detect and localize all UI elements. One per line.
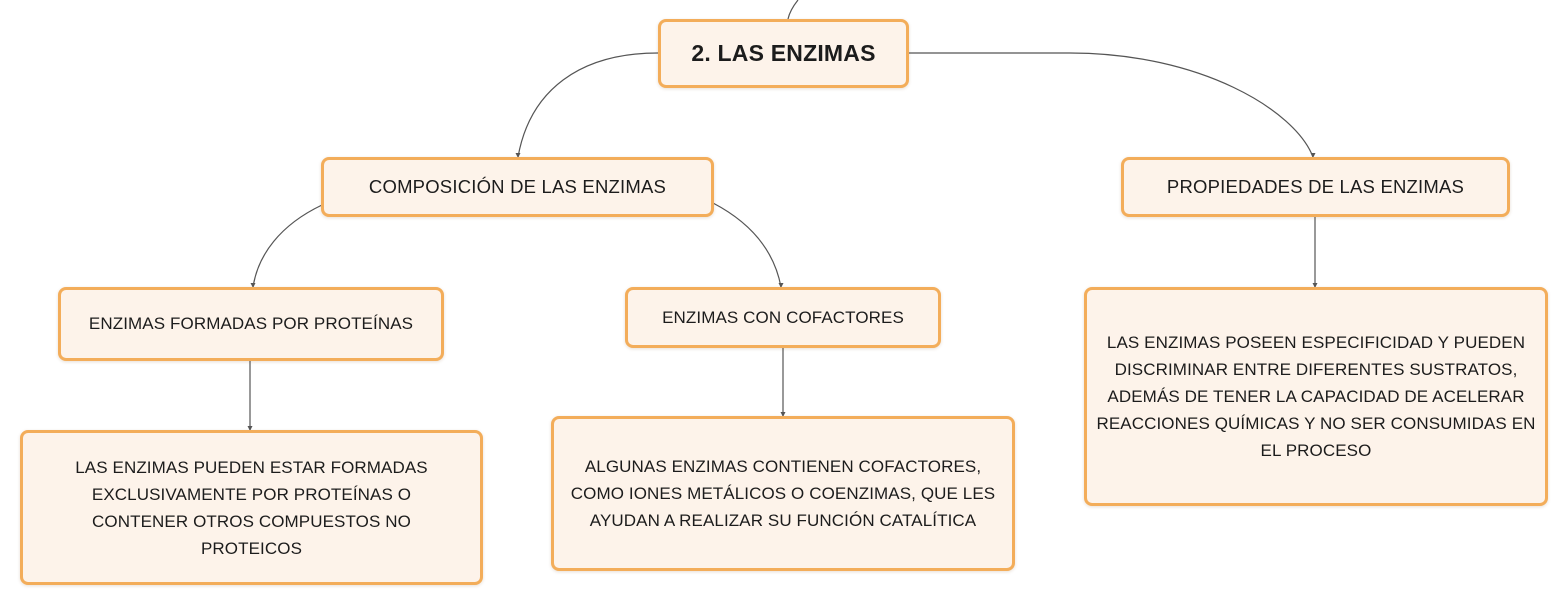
composition-node[interactable]: COMPOSICIÓN DE LAS ENZIMAS [321,157,714,217]
protein-enzymes-node[interactable]: ENZIMAS FORMADAS POR PROTEÍNAS [58,287,444,361]
properties-description-node[interactable]: LAS ENZIMAS POSEEN ESPECIFICIDAD Y PUEDE… [1084,287,1548,506]
arrowhead-cofactor-description [780,412,786,417]
arrowhead-properties-description [1312,283,1318,288]
cofactor-enzymes-node[interactable]: ENZIMAS CON COFACTORES [625,287,941,348]
arrowhead-protein-description [247,426,253,431]
protein-enzymes-node-label: ENZIMAS FORMADAS POR PROTEÍNAS [88,314,414,333]
properties-node-label: PROPIEDADES DE LAS ENZIMAS [1166,176,1465,197]
connector-root-to-properties [908,52,1314,158]
connector-composition-to-cofactor [712,202,782,288]
root-node[interactable]: 2. LAS ENZIMAS [658,19,909,88]
connector-composition-to-protein [252,204,323,288]
cofactor-description-node[interactable]: ALGUNAS ENZIMAS CONTIENEN COFACTORES, CO… [551,416,1015,571]
root-node-label: 2. LAS ENZIMAS [691,40,876,66]
connector-root-to-composition [517,52,659,158]
arrowhead-protein [250,283,256,288]
properties-description-text: LAS ENZIMAS POSEEN ESPECIFICIDAD Y PUEDE… [1096,333,1536,460]
arrowhead-cofactor [778,283,784,288]
cofactor-enzymes-node-label: ENZIMAS CON COFACTORES [662,307,904,327]
cofactor-description-text: ALGUNAS ENZIMAS CONTIENEN COFACTORES, CO… [570,457,996,530]
arrowhead-composition [515,153,521,158]
properties-node[interactable]: PROPIEDADES DE LAS ENZIMAS [1121,157,1510,217]
protein-description-text: LAS ENZIMAS PUEDEN ESTAR FORMADAS EXCLUS… [75,457,428,558]
protein-description-node[interactable]: LAS ENZIMAS PUEDEN ESTAR FORMADAS EXCLUS… [20,430,483,585]
composition-node-label: COMPOSICIÓN DE LAS ENZIMAS [368,176,667,197]
arrowhead-properties [1310,153,1316,158]
connector-incoming-root [787,0,799,20]
